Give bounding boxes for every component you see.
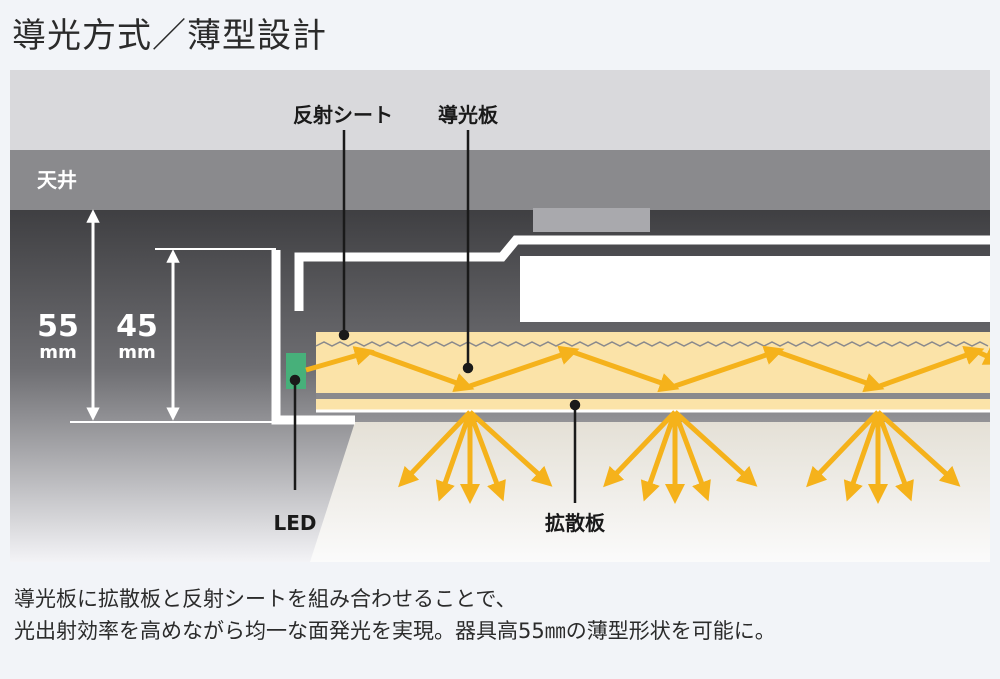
housing-outline: [294, 235, 990, 311]
emitted-light-fan-1: [398, 410, 553, 504]
dimension-45-value: 45: [116, 309, 158, 344]
caption-line-1: 導光板に拡散板と反射シートを組み合わせることで、: [14, 587, 517, 611]
reflect-sheet-label: 反射シート: [293, 103, 393, 127]
light-guide-label: 導光板: [438, 103, 499, 127]
housing-inner-box: [520, 256, 990, 322]
led-label: LED: [273, 511, 316, 535]
diffuser-label: 拡散板: [545, 511, 606, 535]
emitted-light-fan-2: [603, 410, 758, 504]
caption-line-2: 光出射効率を高めながら均一な面発光を実現。器具高55㎜の薄型形状を可能に。: [14, 619, 776, 643]
thin-design-diagram: 55 mm 45 mm 天井 反射シート 導光板 LED 拡散板: [10, 70, 990, 562]
guide-plate-texture: [315, 341, 989, 347]
dimension-55-value: 55: [37, 309, 79, 344]
diffuser-plate: [316, 399, 990, 410]
housing-side-wall: [271, 250, 355, 425]
upper-background: [10, 70, 990, 150]
caption: 導光板に拡散板と反射シートを組み合わせることで、 光出射効率を高めながら均一な面…: [14, 583, 776, 647]
fixture-top-block: [533, 208, 650, 232]
dimension-55-unit: mm: [39, 342, 77, 363]
internal-light-path: [305, 345, 990, 393]
dimension-45-unit: mm: [118, 342, 156, 363]
emitted-light-fan-3: [806, 410, 961, 504]
reflect-sheet-layer: [316, 332, 990, 341]
gap-line: [316, 393, 990, 399]
page-title: 導光方式／薄型設計: [12, 16, 327, 56]
ceiling-label: 天井: [37, 168, 77, 192]
ceiling-band: [10, 150, 990, 210]
callout-leaders: [289, 130, 581, 503]
